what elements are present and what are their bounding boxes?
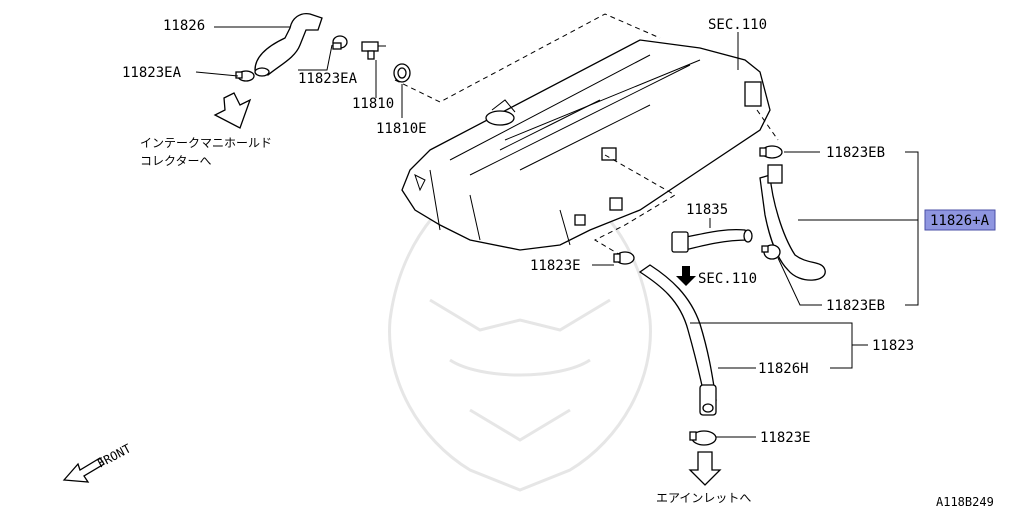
highlight-box	[924, 209, 996, 231]
clamp-11823EB-bottom	[761, 244, 781, 260]
clamp-11823EB-top	[759, 145, 783, 159]
label-11823E-mid[interactable]: 11823E	[530, 258, 581, 274]
label-11823EB-top[interactable]: 11823EB	[826, 145, 885, 161]
arrow-sec110-down	[676, 266, 696, 286]
pcv-valve-11810	[361, 41, 386, 60]
note-intake-collector-line2: コレクターへ	[140, 154, 212, 168]
hose-11835	[671, 228, 753, 253]
label-11826H[interactable]: 11826H	[758, 361, 809, 377]
hose-11826	[254, 12, 323, 77]
label-11823[interactable]: 11823	[872, 338, 914, 354]
label-11823EA-mid[interactable]: 11823EA	[298, 71, 358, 87]
note-intake-collector-line1: インテークマニホールド	[140, 136, 272, 150]
label-sec110-top[interactable]: SEC.110	[708, 17, 767, 33]
clamp-11823E-bottom	[689, 430, 717, 446]
hose-11823	[638, 264, 717, 416]
label-11835[interactable]: 11835	[686, 202, 728, 218]
phantom-lines	[394, 13, 779, 263]
label-sec110-mid[interactable]: SEC.110	[698, 271, 757, 287]
hose-11826-a	[759, 164, 826, 281]
label-11823EA-left[interactable]: 11823EA	[122, 65, 182, 81]
front-label: FRONT	[95, 441, 133, 470]
leader-lines	[195, 26, 919, 438]
clamp-11823EA-mid	[332, 35, 348, 50]
label-11810E[interactable]: 11810E	[376, 121, 427, 137]
note-air-inlet: エアインレットへ	[656, 491, 751, 505]
label-11810[interactable]: 11810	[352, 96, 394, 112]
label-11826[interactable]: 11826	[163, 18, 205, 34]
arrow-to-intake-collector	[213, 92, 252, 129]
part-labels: 11826 11823EA 11823EA 11810 11810E インテーク…	[95, 17, 996, 509]
front-arrow-icon	[62, 457, 105, 483]
arrow-to-air-inlet	[688, 451, 722, 486]
engine-cover-assembly	[401, 39, 771, 251]
label-11826-a[interactable]: 11826+A	[930, 213, 990, 229]
grommet-11810E	[393, 63, 411, 83]
label-11823E-bottom[interactable]: 11823E	[760, 430, 811, 446]
clamp-11823E-mid	[613, 251, 635, 265]
clamp-11823EA-left	[235, 70, 255, 82]
label-11823EB-bottom[interactable]: 11823EB	[826, 298, 885, 314]
figure-code: A118B249	[936, 495, 994, 509]
